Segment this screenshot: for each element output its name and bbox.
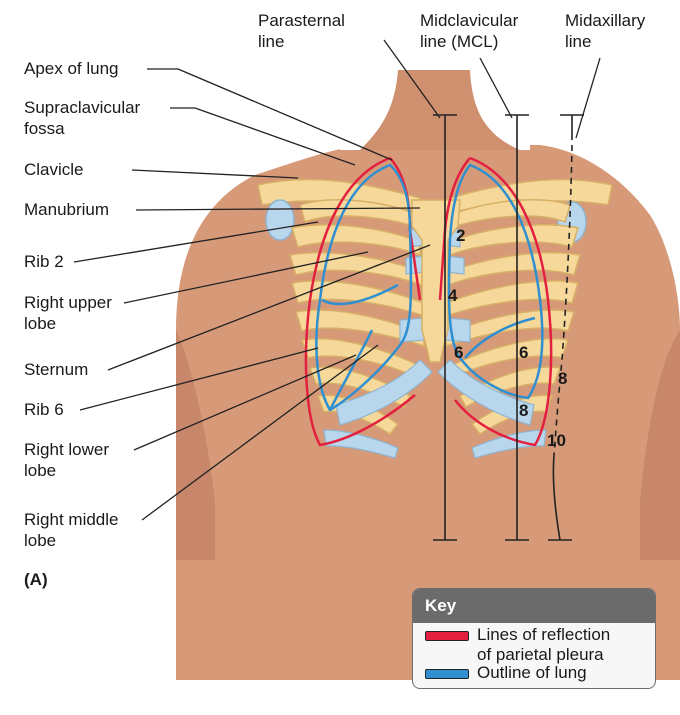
legend-label-lung: Outline of lung [477,663,587,683]
right-upper-lobe-label: Right upper lobe [24,292,112,334]
rib-number-6-left: 6 [454,342,463,363]
clavicle-label: Clavicle [24,159,84,180]
rib-number-8-mcl: 8 [519,400,528,421]
legend-swatch-lung [425,669,469,679]
sternum-label: Sternum [24,359,88,380]
supraclavicular-fossa-label: Supraclavicular fossa [24,97,140,139]
rib-number-8-midaxillary: 8 [558,368,567,389]
legend-key: Key Lines of reflection of parietal pleu… [412,588,656,689]
right-humeral-head [266,200,294,240]
legend-label-pleura: Lines of reflection of parietal pleura [477,625,610,665]
rib-6-label: Rib 6 [24,399,64,420]
manubrium-label: Manubrium [24,199,109,220]
legend-title: Key [413,589,655,623]
parasternal-line-label: Parasternal line [258,10,345,52]
midclavicular-line-label: Midclavicular line (MCL) [420,10,518,52]
rib-number-2: 2 [456,225,465,246]
right-middle-lobe-label: Right middle lobe [24,509,119,551]
apex-of-lung-label: Apex of lung [24,58,119,79]
rib-number-10: 10 [547,430,566,451]
rib-number-4: 4 [448,285,457,306]
right-lower-lobe-label: Right lower lobe [24,439,109,481]
legend-swatch-pleura [425,631,469,641]
midaxillary-line-label: Midaxillary line [565,10,645,52]
rib-number-6-right: 6 [519,342,528,363]
rib-2-label: Rib 2 [24,251,64,272]
panel-label: (A) [24,570,48,590]
